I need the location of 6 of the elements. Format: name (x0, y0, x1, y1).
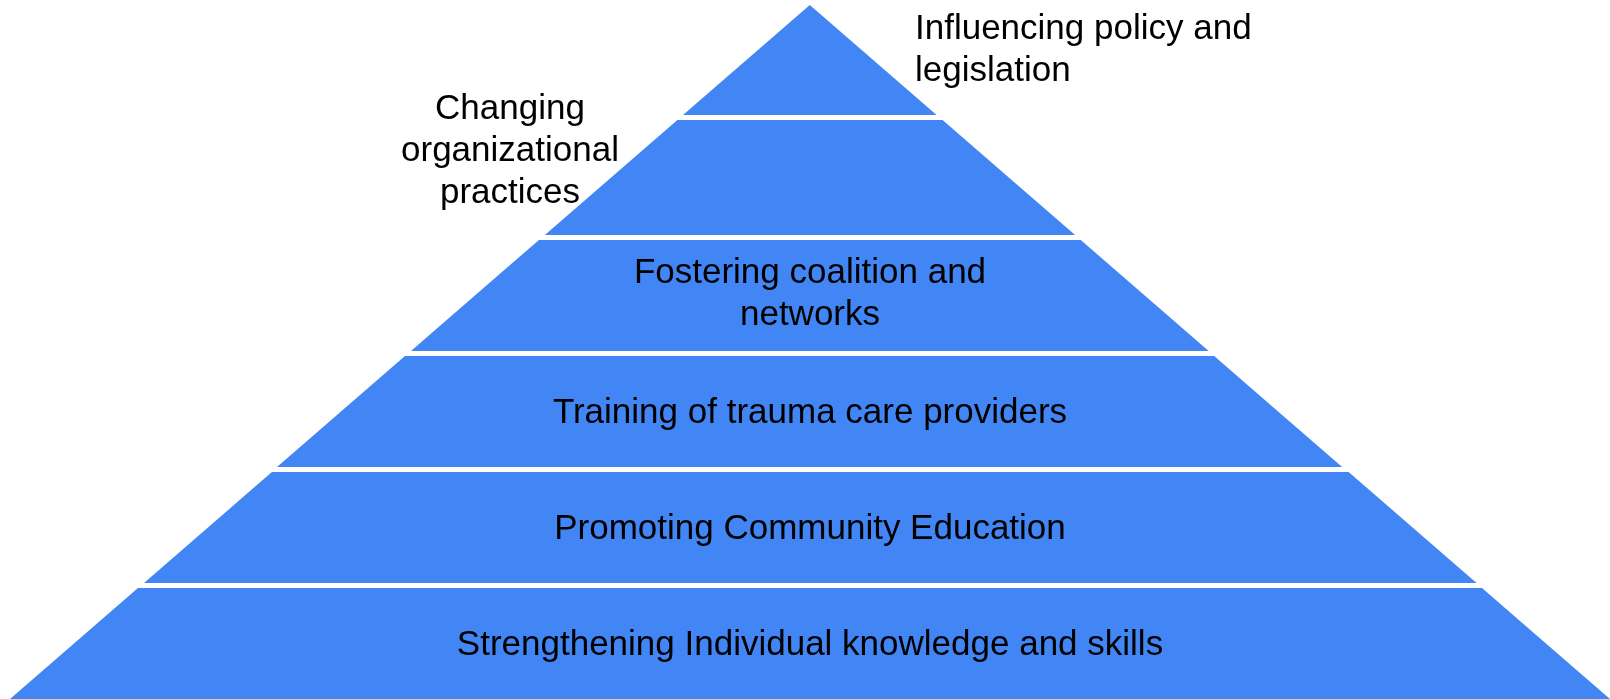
level-label: Fostering coalition and networks (633, 251, 987, 332)
level-label: Changing organizational practices (401, 87, 619, 210)
level-label: Strengthening Individual knowledge and skills (456, 623, 1164, 662)
level-label: Influencing policy and legislation (915, 7, 1252, 88)
level-label: Training of trauma care providers (552, 391, 1068, 430)
level-label: Promoting Community Education (554, 507, 1066, 546)
